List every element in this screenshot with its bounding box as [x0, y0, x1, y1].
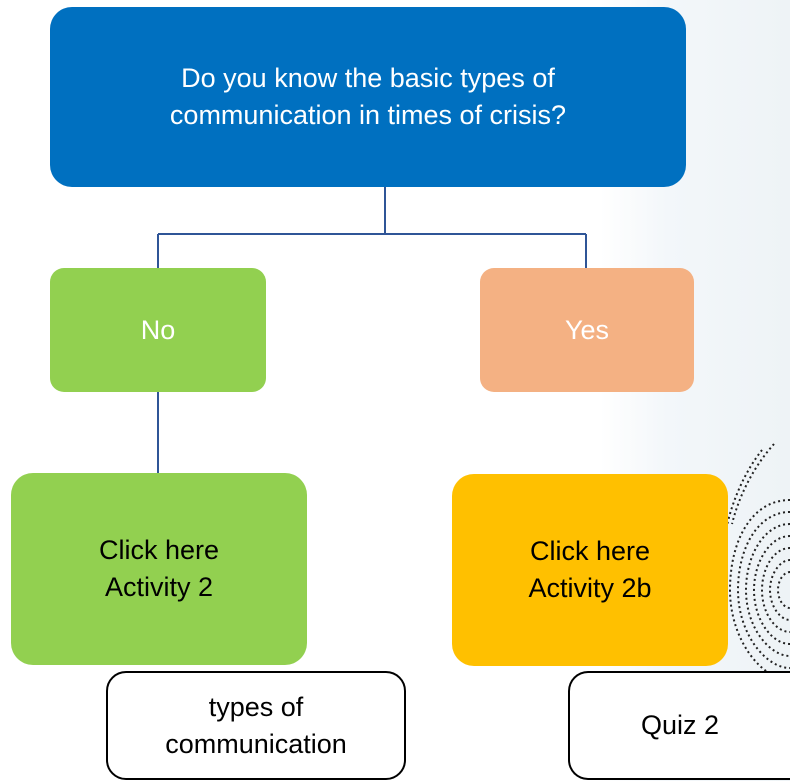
answer-no-label: No: [140, 314, 176, 345]
quiz-2-label: Quiz 2: [640, 710, 720, 740]
activity-2-line2: Activity 2: [104, 572, 213, 602]
fingerprint-decoration: [725, 443, 790, 681]
answer-yes-label: Yes: [564, 314, 610, 345]
question-text: Do you know the basic types of communica…: [169, 63, 567, 130]
question-box: Do you know the basic types of communica…: [50, 7, 686, 187]
activity-2b-line2: Activity 2b: [528, 573, 652, 603]
answer-yes-box[interactable]: Yes: [480, 268, 694, 392]
activity-2-line1: Click here: [98, 535, 220, 565]
types-of-communication-link[interactable]: types of communication: [106, 671, 406, 780]
types-of-communication-label: types of communication: [165, 691, 347, 759]
activity-2b-button[interactable]: Click here Activity 2b: [452, 474, 728, 666]
answer-no-box[interactable]: No: [50, 268, 266, 392]
activity-2b-line1: Click here: [529, 536, 651, 566]
quiz-2-link[interactable]: Quiz 2: [568, 671, 790, 780]
activity-2-button[interactable]: Click here Activity 2: [11, 473, 307, 665]
